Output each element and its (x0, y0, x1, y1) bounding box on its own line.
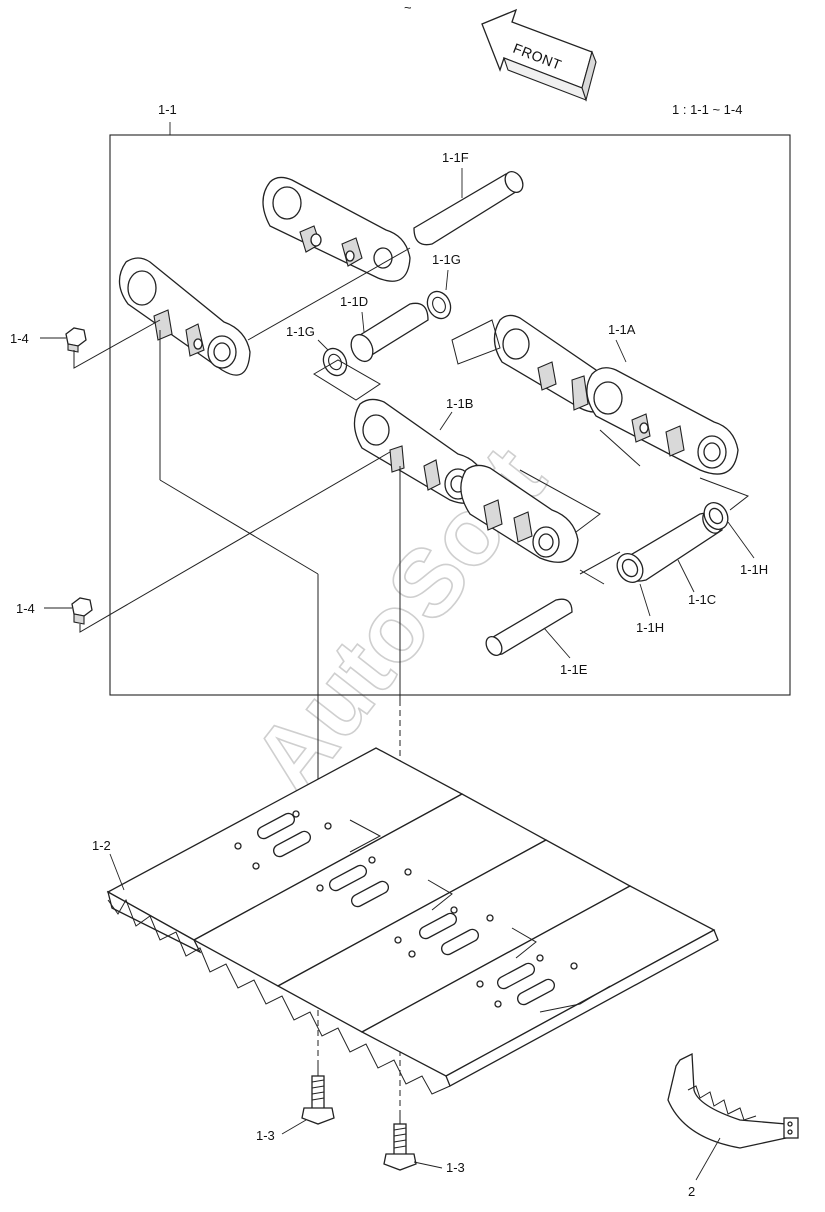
nut-upper (65, 327, 87, 353)
callout-seal-lower-left: 1-1H (636, 620, 664, 635)
pin-lower (485, 598, 573, 656)
callout-seal-upper: 1-1G (432, 252, 461, 267)
callout-link-right-inner: 1-1B (446, 396, 473, 411)
link-right-front (586, 367, 739, 475)
seal-upper (426, 290, 452, 320)
seal-lower-right (703, 502, 729, 530)
range-note: 1 : 1-1 ~ 1-4 (672, 102, 742, 117)
shoe-plate-slot-2 (328, 864, 390, 908)
shoe-plate-slot-3 (418, 912, 480, 956)
link-upper-front (118, 257, 251, 376)
callout-seal-left: 1-1G (286, 324, 315, 339)
callout-link-right-outer: 1-1A (608, 322, 636, 337)
callout-bolt-right: 1-3 (446, 1160, 465, 1175)
bolt-right (383, 1123, 417, 1171)
top-mark: ~ (404, 0, 412, 15)
link-upper-rear (262, 176, 411, 282)
callout-pin-lower: 1-1E (560, 662, 588, 677)
pin-upper (413, 171, 524, 246)
link-right-rear (493, 314, 611, 413)
callout-bushing-left: 1-1D (340, 294, 368, 309)
callout-clamp-tool: 2 (688, 1184, 695, 1199)
callout-bushing: 1-1C (688, 592, 716, 607)
callout-assembly: 1-1 (158, 102, 177, 117)
seal-lower-left (616, 553, 644, 583)
front-arrow-icon: FRONT (481, 8, 597, 102)
bolt-left (301, 1075, 335, 1125)
shoe-plate-assembly (106, 747, 719, 1095)
callout-shoe-plate: 1-2 (92, 838, 111, 853)
link-center-front (460, 464, 579, 563)
callout-bolt-left: 1-3 (256, 1128, 275, 1143)
nut-lower (71, 597, 93, 625)
callout-nut-lower: 1-4 (16, 601, 35, 616)
shoe-plate-slot-4 (496, 962, 556, 1006)
assembly-frame (109, 134, 791, 696)
callout-pin-upper: 1-1F (442, 150, 469, 165)
callout-nut-upper: 1-4 (10, 331, 29, 346)
bushing-left (350, 302, 429, 363)
clamp-tool (667, 1052, 799, 1149)
callout-seal-lower-right: 1-1H (740, 562, 768, 577)
